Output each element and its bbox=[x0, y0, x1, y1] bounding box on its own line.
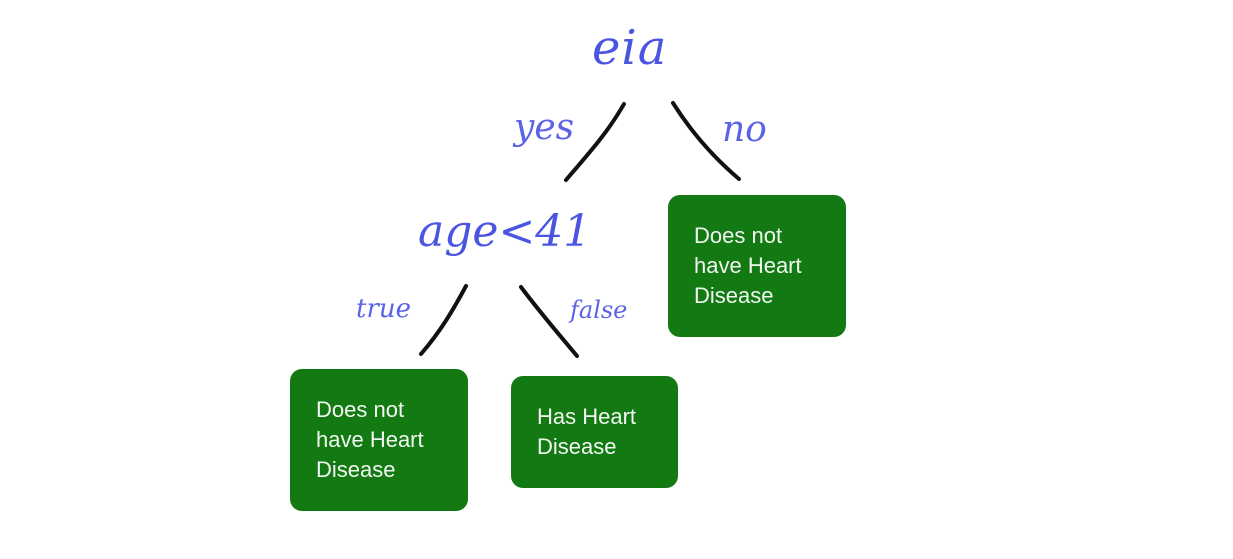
leaf-line: Disease bbox=[316, 457, 396, 482]
edge-label-yes: yes bbox=[514, 107, 575, 148]
leaf-line: have Heart bbox=[316, 427, 424, 452]
node-age-less-than-41: age<41 bbox=[418, 206, 592, 257]
leaf-no-heart-disease-left: Does not have Heart Disease bbox=[290, 369, 468, 511]
edge-label-true: true bbox=[356, 294, 412, 324]
edge-root-no bbox=[671, 101, 741, 181]
leaf-line: Does not bbox=[316, 397, 405, 422]
leaf-line: Does not bbox=[694, 223, 783, 248]
edge-label-false: false bbox=[570, 296, 628, 324]
edge-age-false bbox=[519, 285, 579, 358]
leaf-has-heart-disease: Has Heart Disease bbox=[511, 376, 678, 488]
leaf-line: Disease bbox=[694, 283, 774, 308]
edge-label-no: no bbox=[722, 109, 767, 150]
leaf-line: Has Heart bbox=[537, 404, 637, 429]
edge-root-yes bbox=[564, 102, 626, 182]
edge-age-true bbox=[419, 284, 468, 356]
root-node-eia: eia bbox=[592, 20, 668, 76]
leaf-line: have Heart bbox=[694, 253, 802, 278]
leaf-no-heart-disease-right: Does not have Heart Disease bbox=[668, 195, 846, 337]
leaf-line: Disease bbox=[537, 434, 617, 459]
